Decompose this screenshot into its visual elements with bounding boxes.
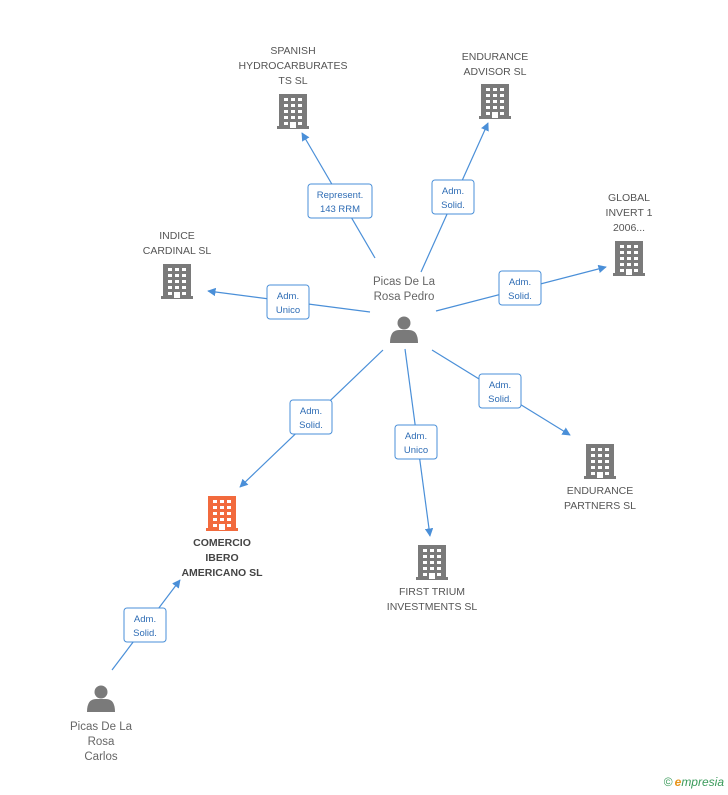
relation-label-text: Solid. — [299, 420, 323, 431]
nodes-layer: Picas De La Rosa Pedro SPANISH HYDROCARBURA… — [70, 45, 653, 763]
relation-label-box — [266, 284, 310, 320]
relation-label-text: Adm. — [300, 406, 322, 417]
node-label: ADVISOR SL — [463, 66, 526, 78]
company-node-c1[interactable]: SPANISH HYDROCARBURATES TS SL — [239, 45, 348, 129]
node-label: ENDURANCE — [567, 485, 634, 497]
building-icon — [161, 264, 193, 299]
relation-label-box — [307, 183, 373, 219]
relation-label[interactable]: Adm. Unico — [266, 284, 310, 320]
building-icon — [277, 94, 309, 129]
node-label: COMERCIO — [193, 537, 251, 549]
relation-label[interactable]: Adm. Solid. — [289, 399, 333, 435]
relation-label[interactable]: Adm. Solid. — [431, 179, 475, 215]
node-label: HYDROCARBURATES — [239, 60, 348, 72]
relation-label-text: Adm. — [405, 431, 427, 442]
company-node-c5[interactable]: ENDURANCE PARTNERS SL — [564, 444, 636, 512]
relation-labels-layer: Represent.143 RRMAdm.Solid.Adm.Solid.Adm… — [123, 179, 542, 643]
relation-label-text: Solid. — [488, 394, 512, 405]
relation-label-text: Adm. — [134, 614, 156, 625]
relation-label-text: Adm. — [277, 291, 299, 302]
relation-label-text: Adm. — [509, 277, 531, 288]
brand-initial: e — [674, 775, 682, 789]
relation-label[interactable]: Adm. Solid. — [123, 607, 167, 643]
relation-label-box — [123, 607, 167, 643]
company-node-c7[interactable]: COMERCIO IBERO AMERICANO SL — [181, 496, 263, 579]
relation-label-text: Solid. — [133, 628, 157, 639]
relation-label[interactable]: Adm. Solid. — [498, 270, 542, 306]
node-label: CARDINAL SL — [143, 245, 212, 257]
relation-label[interactable]: Represent. 143 RRM — [307, 183, 373, 219]
relation-label-text: Adm. — [442, 186, 464, 197]
company-node-c3[interactable]: GLOBAL INVERT 1 2006... — [606, 192, 653, 276]
node-label: SPANISH — [270, 45, 315, 57]
node-label: Picas De La — [70, 721, 133, 733]
relation-label-box — [394, 424, 438, 460]
node-label: IBERO — [205, 552, 238, 564]
relation-label-box — [289, 399, 333, 435]
brand-footer[interactable]: ©empresia — [664, 775, 724, 789]
relation-label-text: Unico — [404, 445, 428, 456]
relation-label-box — [498, 270, 542, 306]
relation-label-text: 143 RRM — [320, 204, 360, 215]
node-label: TS SL — [278, 75, 307, 87]
company-node-c2[interactable]: ENDURANCE ADVISOR SL — [462, 51, 529, 119]
person-icon — [390, 316, 418, 343]
relation-label-box — [431, 179, 475, 215]
company-node-c4[interactable]: INDICE CARDINAL SL — [143, 230, 212, 299]
node-label: INDICE — [159, 230, 195, 242]
relation-label-text: Adm. — [489, 380, 511, 391]
relation-label-text: Solid. — [441, 200, 465, 211]
node-label: INVESTMENTS SL — [387, 601, 478, 613]
node-label: Rosa Pedro — [374, 291, 435, 303]
person-icon — [87, 685, 115, 712]
node-label: Picas De La — [373, 276, 436, 288]
node-label: AMERICANO SL — [181, 567, 263, 579]
relation-label-text: Unico — [276, 305, 300, 316]
node-label: 2006... — [613, 222, 645, 234]
relation-label-box — [478, 373, 522, 409]
building-icon — [613, 241, 645, 276]
building-icon — [416, 545, 448, 580]
node-label: INVERT 1 — [606, 207, 653, 219]
node-label: FIRST TRIUM — [399, 586, 465, 598]
company-node-c6[interactable]: FIRST TRIUM INVESTMENTS SL — [387, 545, 478, 613]
building-icon — [479, 84, 511, 119]
node-label: Carlos — [84, 751, 117, 763]
relation-label-text: Solid. — [508, 291, 532, 302]
copyright-icon: © — [663, 775, 673, 789]
person-node-p0[interactable]: Picas De La Rosa Pedro — [373, 276, 436, 343]
node-label: GLOBAL — [608, 192, 650, 204]
building-icon — [584, 444, 616, 479]
node-label: ENDURANCE — [462, 51, 529, 63]
brand-name: mpresia — [681, 775, 724, 789]
node-label: Rosa — [88, 736, 115, 748]
relation-label[interactable]: Adm. Solid. — [478, 373, 522, 409]
node-label: PARTNERS SL — [564, 500, 636, 512]
relation-label-text: Represent. — [317, 190, 363, 201]
relation-label[interactable]: Adm. Unico — [394, 424, 438, 460]
building-icon — [206, 496, 238, 531]
